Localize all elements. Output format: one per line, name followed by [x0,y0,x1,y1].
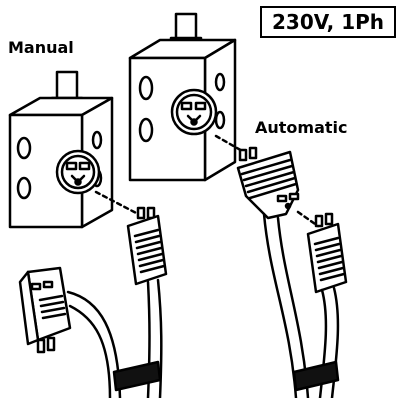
manual-back-plug [18,266,72,354]
automatic-outlet [170,88,218,136]
automatic-junction-box [128,38,237,182]
automatic-label: Automatic [255,118,348,137]
manual-label: Manual [8,38,74,57]
manual-cord [66,278,163,398]
manual-outlet [55,149,101,195]
voltage-badge: 230V, 1Ph [260,6,396,38]
automatic-cord [262,212,340,398]
automatic-plug [236,146,300,220]
manual-guide-line [94,190,140,216]
automatic-guide-line-2 [296,210,320,228]
automatic-small-plug [306,212,348,294]
manual-plug [126,206,168,286]
